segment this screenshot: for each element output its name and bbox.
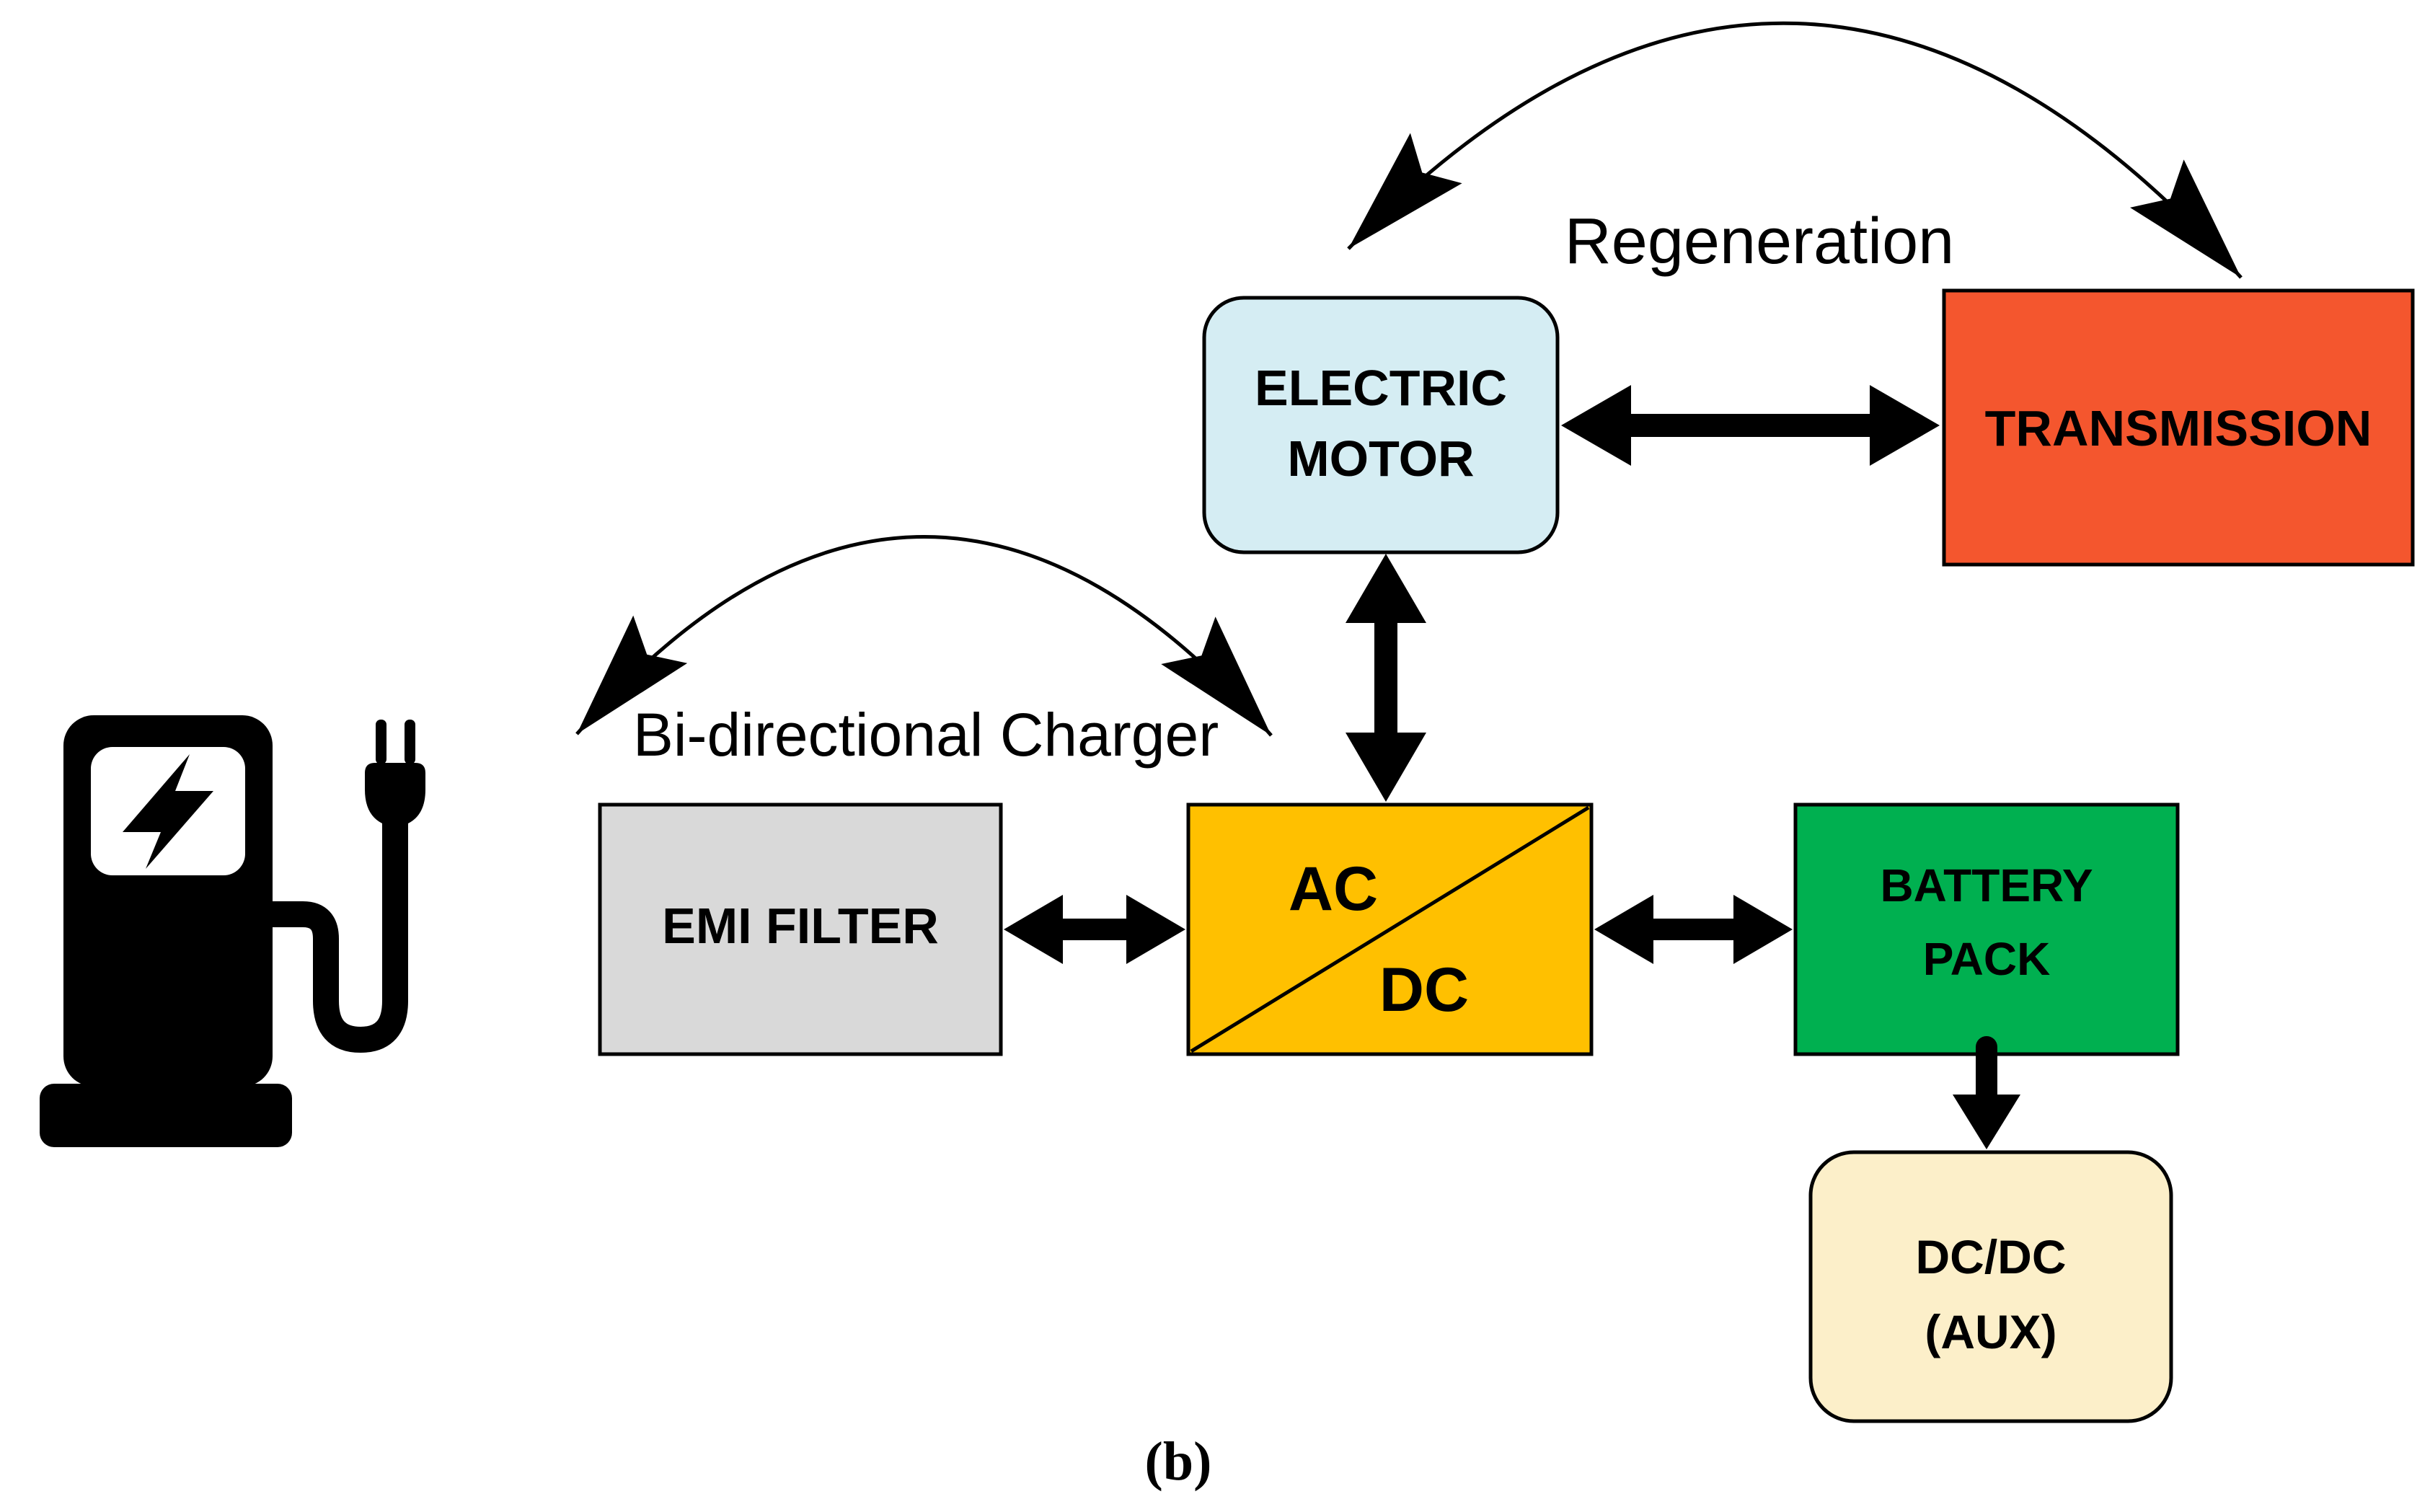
dc-label: DC (1379, 955, 1469, 1025)
dc-dc-aux-label-line2: (AUX) (1925, 1305, 2056, 1358)
arrow-battery-dcdc (1953, 1036, 2020, 1149)
pump-base (40, 1084, 292, 1147)
arrow-motor-transmission (1561, 385, 1940, 466)
arrow-acdc-battery (1594, 895, 1793, 964)
ac-dc-converter-box: AC DC (1186, 803, 1594, 1056)
electric-motor-rect (1202, 296, 1560, 554)
transmission-box: TRANSMISSION (1942, 288, 2415, 567)
battery-pack-label-line1: BATTERY (1880, 859, 2093, 911)
charging-cable (254, 809, 408, 1053)
electric-motor-label-line1: ELECTRIC (1255, 360, 1507, 416)
arrow-battery-dcdc-head (1953, 1095, 2020, 1149)
subfigure-caption: (b) (1145, 1431, 1212, 1492)
dc-dc-aux-label-line1: DC/DC (1916, 1230, 2067, 1283)
ev-charging-station-icon (40, 715, 425, 1147)
transmission-rect (1942, 288, 2415, 567)
emi-filter-label: EMI FILTER (662, 898, 939, 954)
plug-icon (365, 763, 425, 831)
arrow-emi-acdc (1004, 895, 1185, 964)
bidirectional-charger-arc-arrow (575, 535, 1273, 737)
electric-motor-label-line2: MOTOR (1287, 430, 1474, 487)
regeneration-arc-arrow (1347, 21, 2243, 279)
plug-prong (405, 720, 415, 764)
regeneration-label: Regeneration (1565, 205, 1954, 278)
dc-dc-aux-rect (1808, 1150, 2173, 1423)
battery-pack-rect (1793, 803, 2180, 1056)
bidirectional-charger-label: Bi-directional Charger (633, 701, 1219, 769)
dc-dc-aux-box: DC/DC (AUX) (1808, 1150, 2173, 1423)
lightning-bolt-icon (123, 754, 213, 869)
battery-pack-label-line2: PACK (1923, 933, 2051, 985)
emi-filter-box: EMI FILTER (598, 803, 1003, 1056)
ac-dc-diagonal-divider (1190, 805, 1590, 1053)
emi-filter-rect (598, 803, 1003, 1056)
battery-pack-box: BATTERY PACK (1793, 803, 2180, 1056)
ac-label: AC (1289, 854, 1378, 924)
arrow-motor-acdc (1346, 554, 1426, 802)
plug-prong (376, 720, 386, 764)
electric-motor-box: ELECTRIC MOTOR (1202, 296, 1560, 554)
transmission-label: TRANSMISSION (1985, 400, 2372, 456)
